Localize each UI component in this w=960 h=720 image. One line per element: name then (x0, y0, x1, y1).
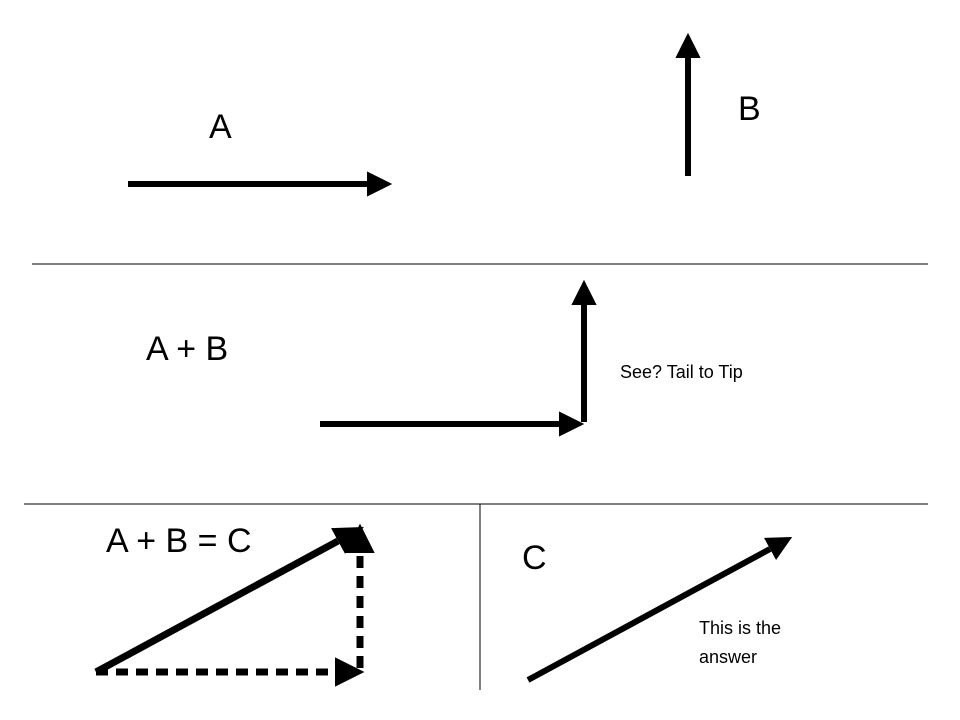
vector-c-arrow (526, 537, 793, 683)
label-answer-note-line1: This is the (699, 618, 782, 638)
label-equation: A + B = C (106, 522, 252, 560)
label-tail-to-tip-note: See? Tail to Tip (620, 362, 743, 382)
label-vector-c: C (522, 539, 547, 577)
label-answer-note-line2: answer (699, 647, 758, 667)
label-sum-heading: A + B (146, 330, 229, 368)
label-vector-b: B (738, 90, 761, 128)
label-vector-a: A (209, 108, 232, 146)
resultant-c-arrow (94, 527, 364, 676)
